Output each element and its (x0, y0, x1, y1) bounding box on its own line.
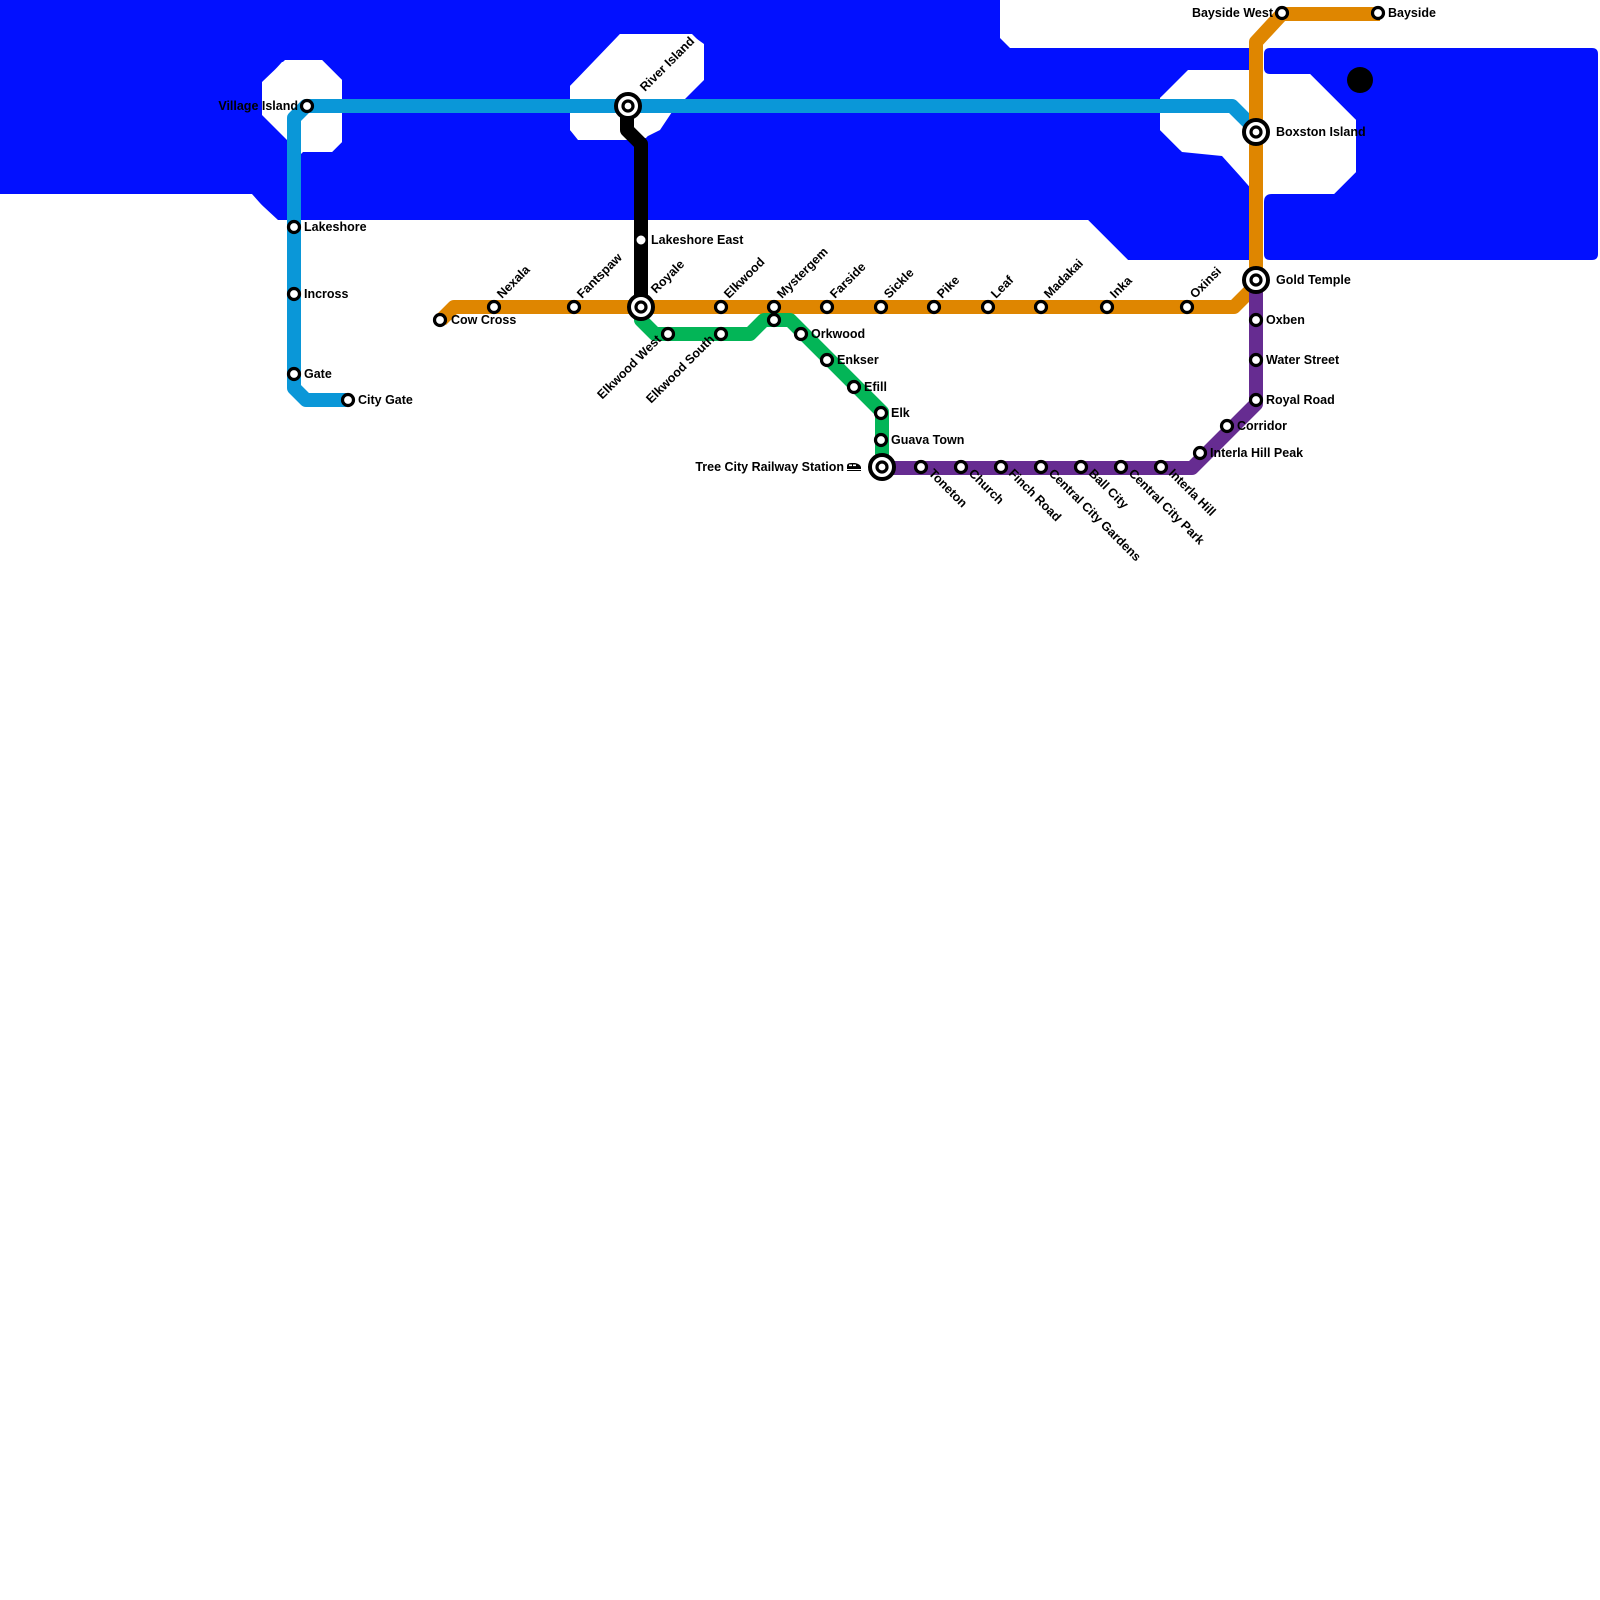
station-label: Lakeshore (304, 220, 367, 234)
water-body-main (0, 0, 1250, 260)
station-bayside[interactable]: Bayside (1370, 5, 1436, 21)
station-label: Bayside West (1192, 6, 1274, 20)
water-body-east (1264, 48, 1598, 260)
station-elk[interactable]: Elk (873, 405, 910, 421)
station-label: Efill (864, 380, 887, 394)
station-boxston-island[interactable]: Boxston Island (1242, 118, 1366, 146)
station-label: Boxston Island (1276, 125, 1366, 139)
station-royal-road[interactable]: Royal Road (1248, 392, 1335, 408)
station-guava-town[interactable]: Guava Town (873, 432, 965, 448)
station-label: Tree City Railway Station (695, 460, 844, 474)
station-enkser[interactable]: Enkser (819, 352, 879, 368)
station-lakeshore-east[interactable]: Lakeshore East (634, 233, 745, 247)
station-incross[interactable]: Incross (286, 286, 349, 302)
station-village-island[interactable]: Village Island (218, 98, 315, 114)
station-lakeshore[interactable]: Lakeshore (286, 219, 367, 235)
station-label: Interla Hill Peak (1210, 446, 1303, 460)
station-water-street[interactable]: Water Street (1248, 352, 1341, 368)
village-island-channel (0, 194, 1600, 1600)
station-label: Guava Town (891, 433, 964, 447)
line-green (634, 306, 889, 468)
station-label: Water Street (1266, 353, 1340, 367)
station-orkwood[interactable]: Orkwood (793, 326, 866, 342)
train-icon (847, 463, 861, 471)
station-label: Gate (304, 367, 332, 381)
station-gate[interactable]: Gate (286, 366, 332, 382)
water (0, 0, 1598, 260)
station-label: Corridor (1237, 419, 1287, 433)
station-label: Village Island (218, 99, 298, 113)
station-label: City Gate (358, 393, 413, 407)
marker-dot (1347, 67, 1373, 93)
station-cow-cross[interactable]: Cow Cross (432, 312, 517, 328)
station-label: Elk (891, 406, 910, 420)
station-label: Gold Temple (1276, 273, 1351, 287)
station-label: Orkwood (811, 327, 865, 341)
boxston-island-land-east (1264, 74, 1356, 194)
station-label: Incross (304, 287, 349, 301)
station-interla-hill-peak[interactable]: Interla Hill Peak (1192, 445, 1304, 461)
line-blue (287, 99, 1261, 407)
station-label: Cow Cross (451, 313, 516, 327)
station-corridor[interactable]: Corridor (1219, 418, 1288, 434)
station-city-gate[interactable]: City Gate (340, 392, 413, 408)
station-label: Bayside (1388, 6, 1436, 20)
station-label: Royal Road (1266, 393, 1335, 407)
station-label: Enkser (837, 353, 879, 367)
station-label: Oxben (1266, 313, 1305, 327)
station-gold-temple[interactable]: Gold Temple (1242, 266, 1351, 294)
station-label: Lakeshore East (651, 233, 744, 247)
station-oxben[interactable]: Oxben (1248, 312, 1305, 328)
station-tree-city[interactable]: Tree City Railway Station (695, 453, 896, 481)
station-efill[interactable]: Efill (846, 379, 887, 395)
station-bayside-west[interactable]: Bayside West (1192, 5, 1290, 21)
